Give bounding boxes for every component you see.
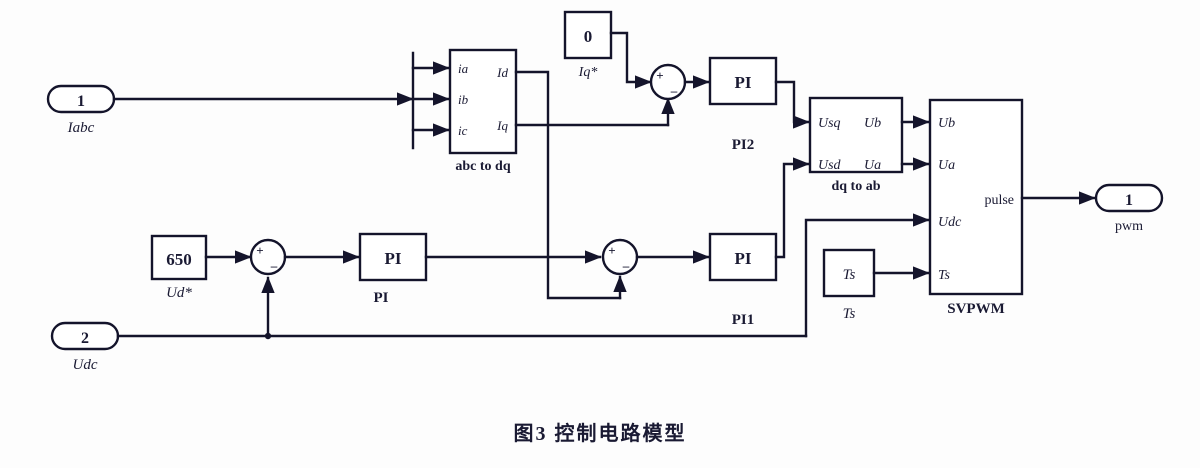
block-iq-ref[interactable] [563, 10, 613, 60]
ts-text: Ts [843, 267, 856, 283]
sum-iq-minus: – [670, 83, 678, 98]
input-port-iabc-label: Iabc [67, 120, 95, 136]
dq-to-ab-name: dq to ab [831, 179, 880, 194]
block-abc-to-dq[interactable] [448, 48, 518, 155]
pi1-text: PI [735, 249, 752, 268]
ts-name: Ts [843, 306, 856, 322]
pi2-name: PI2 [732, 137, 755, 153]
svpwm-name: SVPWM [947, 301, 1005, 317]
wire-udc-to-svpwm [804, 213, 930, 338]
sum-id-minus: – [622, 258, 630, 273]
input-port-iabc-number: 1 [77, 93, 85, 110]
output-port-pwm-number: 1 [1125, 192, 1133, 209]
sum-ud-plus: + [256, 243, 263, 258]
output-port-pwm[interactable] [1094, 183, 1164, 213]
abc-to-dq-input-ic: ic [458, 123, 468, 138]
dq-to-ab-out-ua: Ua [864, 158, 881, 173]
sum-ud-minus: – [270, 258, 278, 273]
abc-to-dq-name: abc to dq [455, 159, 510, 174]
abc-to-dq-output-iq: Iq [496, 118, 508, 133]
wire-pi1-to-usd [774, 157, 810, 259]
dq-to-ab-in-usd: Usd [818, 158, 842, 173]
block-ud-ref[interactable] [150, 234, 208, 281]
pi2-text: PI [735, 73, 752, 92]
ud-ref-value: 650 [166, 250, 192, 269]
ud-ref-name: Ud* [166, 285, 192, 301]
wire-iqref-to-sum [609, 31, 652, 89]
block-dq-to-ab[interactable] [808, 96, 904, 174]
dq-to-ab-in-usq: Usq [818, 116, 841, 131]
junction-udc [264, 332, 272, 340]
figure-caption: 图3 控制电路模型 [514, 421, 687, 445]
pi-text: PI [385, 249, 402, 268]
wire-pi2-to-usq [774, 80, 810, 129]
svpwm-input-ua: Ua [938, 158, 955, 173]
input-port-udc-number: 2 [81, 330, 89, 347]
block-pi1[interactable] [708, 232, 778, 282]
svpwm-input-ts: Ts [938, 268, 951, 283]
block-pi[interactable] [358, 232, 428, 282]
dq-to-ab-out-ub: Ub [864, 116, 881, 131]
block-pi2[interactable] [708, 56, 778, 106]
iq-ref-name: Iq* [578, 65, 598, 80]
iq-ref-value: 0 [584, 27, 593, 46]
pi-name: PI [374, 290, 389, 306]
svpwm-input-udc: Udc [938, 215, 962, 230]
abc-to-dq-input-ib: ib [458, 92, 469, 107]
input-port-udc-label: Udc [73, 357, 98, 373]
block-ts[interactable] [822, 248, 876, 298]
sum-id-plus: + [608, 243, 615, 258]
abc-to-dq-output-id: Id [496, 65, 508, 80]
svpwm-output-pulse: pulse [984, 193, 1014, 208]
pi1-name: PI1 [732, 312, 755, 328]
svpwm-input-ub: Ub [938, 116, 955, 131]
sum-iq-plus: + [656, 68, 663, 83]
abc-to-dq-input-ia: ia [458, 61, 469, 76]
wire-id-feedback [514, 70, 622, 300]
output-port-pwm-label: pwm [1115, 219, 1143, 234]
